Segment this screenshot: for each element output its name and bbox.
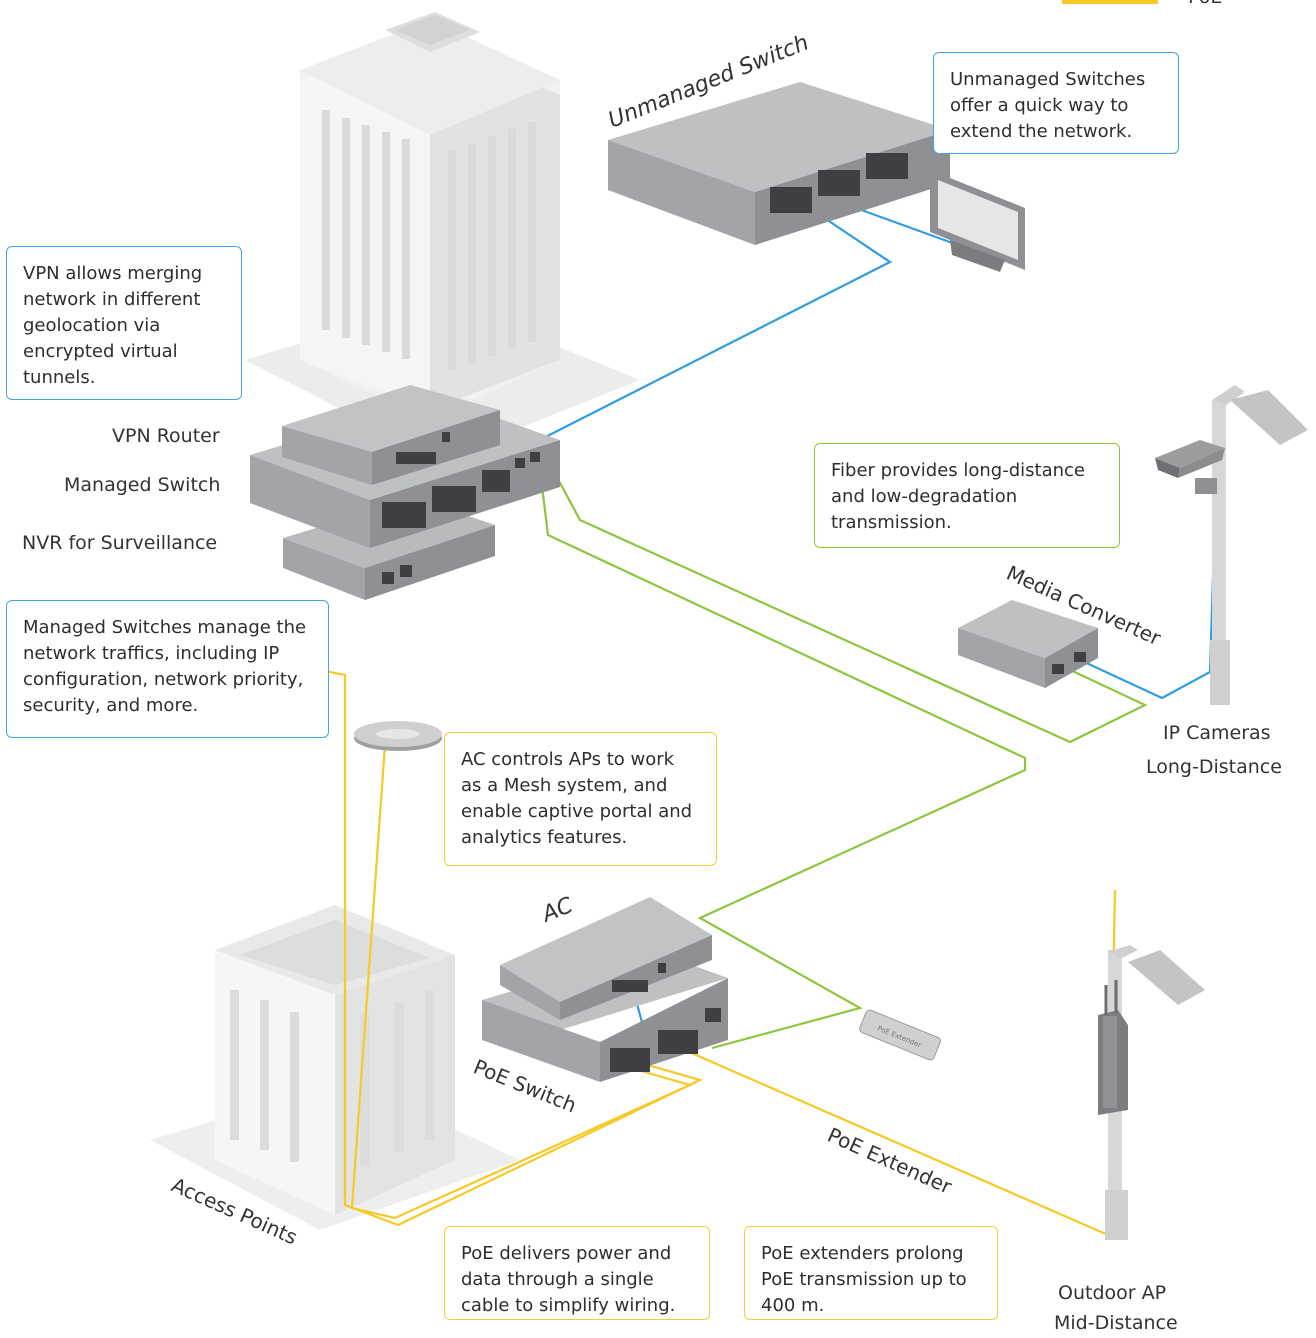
unmanaged-switch-device[interactable] — [608, 82, 950, 245]
cable-poe-ap1 — [319, 668, 704, 1227]
office-tower — [245, 12, 640, 460]
callout-ac: AC controls APs to work as a Mesh system… — [444, 732, 717, 866]
callout-fiber: Fiber provides long-distance and low-deg… — [814, 443, 1120, 548]
ip-cameras-label: IP Cameras — [1163, 722, 1271, 744]
callout-poe: PoE delivers power and data through a si… — [444, 1226, 710, 1320]
cable-ethernet-unmanaged — [509, 194, 893, 456]
legend-poe-label: PoE — [1188, 0, 1222, 8]
callout-managed-switch: Managed Switches manage the network traf… — [6, 600, 329, 738]
media-converter-device[interactable] — [958, 600, 1098, 688]
ip-camera-device[interactable] — [1155, 440, 1225, 494]
ac-device[interactable] — [500, 897, 712, 1020]
poe-extender-device[interactable]: PoE Extender — [858, 1009, 941, 1061]
managed-switch-label: Managed Switch — [64, 474, 221, 496]
outdoor-ap-distance-label: Mid-Distance — [1054, 1312, 1178, 1334]
ac-label: AC — [537, 893, 577, 929]
monitor-device — [930, 170, 1025, 272]
ip-cameras-distance-label: Long-Distance — [1146, 756, 1282, 778]
camera-pole — [1210, 385, 1308, 705]
callout-unmanaged-switch: Unmanaged Switches offer a quick way to … — [933, 52, 1179, 154]
vpn-router-label: VPN Router — [112, 425, 220, 447]
legend-poe-swatch — [1062, 0, 1158, 4]
callout-poe-extender: PoE extenders prolong PoE transmission u… — [744, 1226, 998, 1320]
cable-poe-extender — [679, 889, 1117, 1237]
outdoor-ap-label: Outdoor AP — [1058, 1282, 1167, 1304]
ap-building — [150, 905, 520, 1230]
cable-fiber-ac — [538, 469, 1027, 1050]
nvr-label: NVR for Surveillance — [22, 532, 218, 554]
cable-fiber-converter — [544, 454, 1148, 744]
cable-poe-ap2 — [350, 744, 694, 1220]
outdoor-ap-pole — [1105, 945, 1205, 1240]
outdoor-ap-device[interactable] — [1098, 980, 1128, 1115]
vpn-router-device[interactable] — [282, 385, 500, 485]
callout-vpn: VPN allows merging network in different … — [6, 246, 242, 400]
access-point-2[interactable] — [354, 721, 442, 751]
